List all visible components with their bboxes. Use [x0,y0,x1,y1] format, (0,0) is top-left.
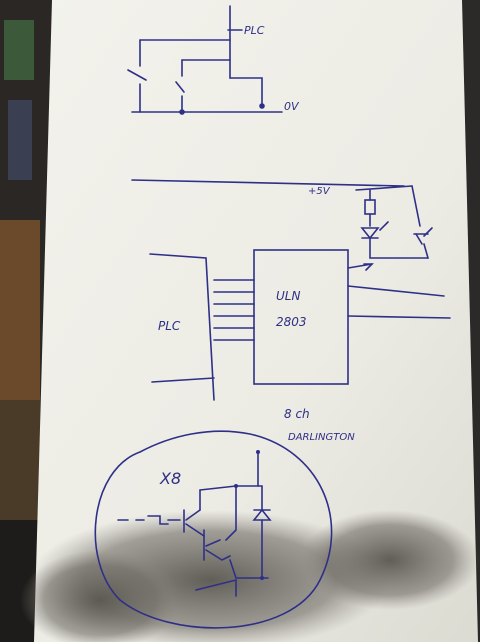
chip-name-line1: ULN [276,289,300,303]
chip-name-line2: 2803 [276,315,307,329]
plc-input-label: PLC [158,319,181,333]
top-0v-label: 0V [284,100,300,113]
top-plc-label: PLC [244,24,265,37]
paper-sheet [34,0,478,642]
darlington-pair-sketch [94,430,333,629]
hand-shadow [20,510,480,642]
darlington-label: DARLINGTON [288,432,355,443]
channels-label: 8 ch [284,407,310,421]
supply-label: +5V [308,186,331,197]
uln2803-driver-sketch [131,179,451,401]
x8-label: X8 [159,469,181,488]
switch-circuit-sketch [127,5,283,115]
